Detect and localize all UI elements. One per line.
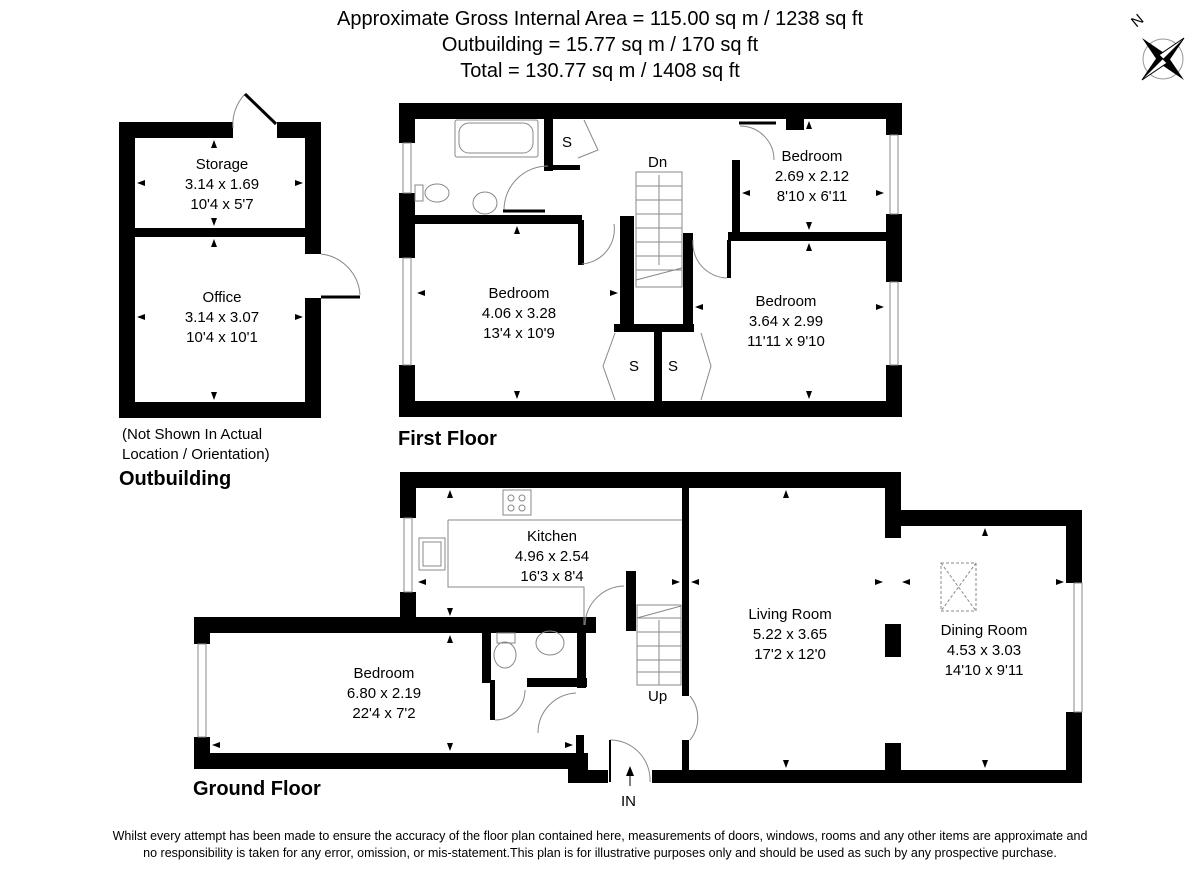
room-name: Living Room bbox=[748, 606, 832, 623]
storage-cupboard-label: S bbox=[668, 358, 679, 375]
room-imperial: 14'10 x 9'11 bbox=[944, 662, 1024, 679]
room-bedroom-ground: Bedroom 6.80 x 2.19 22'4 x 7'2 bbox=[347, 664, 421, 724]
room-metric: 4.06 x 3.28 bbox=[481, 305, 557, 322]
outbuilding-title: Outbuilding bbox=[119, 468, 232, 490]
ground-floor-walls bbox=[194, 472, 1082, 783]
outbuilding-walls bbox=[119, 122, 321, 418]
room-imperial: 10'4 x 10'1 bbox=[186, 329, 258, 346]
outbuilding-area-line: Outbuilding = 15.77 sq m / 170 sq ft bbox=[441, 34, 759, 56]
room-metric: 4.53 x 3.03 bbox=[946, 642, 1022, 659]
compass-rose-icon: N bbox=[1128, 11, 1185, 81]
room-name: Kitchen bbox=[526, 528, 578, 545]
total-area-line: Total = 130.77 sq m / 1408 sq ft bbox=[460, 60, 740, 82]
room-bedroom-left: Bedroom 4.06 x 3.28 13'4 x 10'9 bbox=[482, 284, 556, 344]
room-bedroom-small: Bedroom 2.69 x 2.12 8'10 x 6'11 bbox=[775, 147, 849, 207]
room-office: Office 3.14 x 3.07 10'4 x 10'1 bbox=[185, 288, 259, 348]
room-imperial: 11'11 x 9'10 bbox=[747, 333, 825, 350]
room-imperial: 8'10 x 6'11 bbox=[776, 188, 848, 205]
stairs-up-label: Up bbox=[648, 688, 668, 705]
disclaimer-line-1: Whilst every attempt has been made to en… bbox=[112, 829, 1088, 843]
room-name: Office bbox=[202, 289, 242, 306]
svg-text:N: N bbox=[1128, 11, 1147, 31]
first-floor-title: First Floor bbox=[398, 428, 497, 450]
room-name: Bedroom bbox=[353, 665, 415, 682]
room-metric: 3.14 x 1.69 bbox=[184, 176, 260, 193]
room-storage: Storage 3.14 x 1.69 10'4 x 5'7 bbox=[185, 155, 259, 215]
room-name: Storage bbox=[195, 156, 249, 173]
room-kitchen: Kitchen 4.96 x 2.54 16'3 x 8'4 bbox=[515, 527, 589, 587]
gross-area-line: Approximate Gross Internal Area = 115.00… bbox=[336, 8, 864, 30]
stairs-down-label: Dn bbox=[648, 154, 668, 171]
room-imperial: 22'4 x 7'2 bbox=[352, 705, 416, 722]
room-living-room: Living Room 5.22 x 3.65 17'2 x 12'0 bbox=[748, 605, 831, 665]
note-line-2: Location / Orientation) bbox=[122, 446, 270, 463]
room-bedroom-right: Bedroom 3.64 x 2.99 11'11 x 9'10 bbox=[747, 292, 825, 352]
room-dining-room: Dining Room 4.53 x 3.03 14'10 x 9'11 bbox=[941, 621, 1028, 681]
note-line-1: (Not Shown In Actual bbox=[122, 426, 263, 443]
outbuilding-note: (Not Shown In Actual Location / Orientat… bbox=[119, 425, 270, 465]
room-metric: 2.69 x 2.12 bbox=[774, 168, 850, 185]
room-imperial: 17'2 x 12'0 bbox=[754, 646, 826, 663]
room-metric: 5.22 x 3.65 bbox=[752, 626, 828, 643]
room-imperial: 16'3 x 8'4 bbox=[520, 568, 584, 585]
room-metric: 4.96 x 2.54 bbox=[514, 548, 590, 565]
room-name: Dining Room bbox=[940, 622, 1028, 639]
ground-floor-title: Ground Floor bbox=[193, 778, 321, 800]
room-metric: 6.80 x 2.19 bbox=[346, 685, 422, 702]
room-name: Bedroom bbox=[488, 285, 550, 302]
storage-cupboard-label: S bbox=[629, 358, 640, 375]
first-floor-walls bbox=[399, 103, 902, 417]
room-imperial: 13'4 x 10'9 bbox=[483, 325, 555, 342]
room-metric: 3.14 x 3.07 bbox=[184, 309, 260, 326]
disclaimer-line-2: no responsibility is taken for any error… bbox=[143, 846, 1057, 860]
room-metric: 3.64 x 2.99 bbox=[748, 313, 824, 330]
room-imperial: 10'4 x 5'7 bbox=[190, 196, 254, 213]
room-name: Bedroom bbox=[781, 148, 843, 165]
room-name: Bedroom bbox=[755, 293, 817, 310]
entrance-label: IN bbox=[621, 793, 636, 810]
storage-cupboard-label: S bbox=[562, 134, 573, 151]
